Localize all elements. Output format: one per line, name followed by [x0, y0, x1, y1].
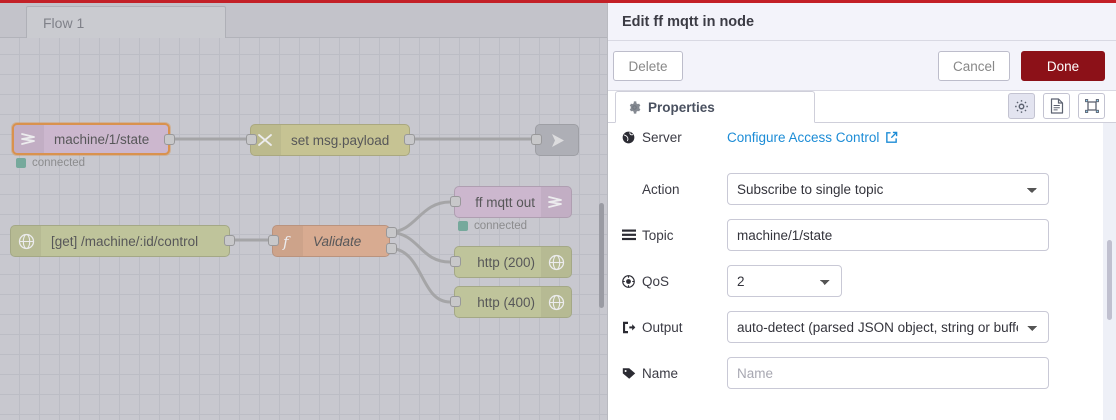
flow-editor-pane: Flow 1 [0, 3, 607, 420]
action-label-text: Action [642, 181, 680, 197]
server-label-text: Server [642, 130, 682, 145]
done-button[interactable]: Done [1021, 51, 1105, 81]
output-label-text: Output [642, 319, 683, 335]
globe-icon [541, 247, 571, 277]
panel-vertical-scrollbar[interactable] [1107, 240, 1112, 320]
flow-node-change[interactable]: set msg.payload [250, 124, 410, 156]
cancel-button-label: Cancel [952, 58, 996, 74]
flow-node-label: set msg.payload [291, 132, 390, 148]
external-link-icon [885, 131, 898, 144]
node-output-port-1[interactable] [386, 227, 397, 238]
form-row-qos: QoS 012 [622, 265, 1102, 297]
node-output-port[interactable] [224, 235, 235, 246]
done-button-label: Done [1046, 58, 1080, 74]
flow-node-label: http (200) [477, 254, 535, 270]
delete-button[interactable]: Delete [613, 51, 683, 81]
configure-access-control-link[interactable]: Configure Access Control [727, 130, 898, 145]
tab-properties-label: Properties [648, 99, 715, 115]
panel-toolbar: Delete Cancel Done [608, 41, 1116, 91]
delete-button-label: Delete [628, 58, 668, 74]
form-row-topic: Topic [622, 219, 1102, 251]
status-label: connected [32, 157, 86, 169]
edit-node-panel: Edit ff mqtt in node Delete Cancel Done [607, 3, 1116, 420]
node-input-port[interactable] [450, 196, 461, 207]
topic-label-text: Topic [642, 227, 674, 243]
svg-text:f: f [282, 233, 291, 250]
debug-icon [536, 125, 578, 155]
flow-tab-bar: Flow 1 [0, 3, 607, 38]
action-select[interactable]: Subscribe to single topicSubscribe to mu… [727, 173, 1049, 205]
globe-icon [622, 131, 639, 144]
flow-node-label: Validate [313, 233, 362, 249]
flow-node-label: ff mqtt out [475, 194, 535, 210]
status-dot [16, 158, 26, 168]
name-input[interactable] [727, 357, 1049, 389]
action-label: Action [622, 182, 727, 197]
server-label: Server [622, 130, 727, 145]
description-icon-button[interactable] [1043, 93, 1070, 119]
form-row-output: Output auto-detect (parsed JSON object, … [622, 311, 1102, 343]
form-row-server: Server Configure Access Control [622, 130, 1102, 145]
node-input-port[interactable] [450, 256, 461, 267]
cancel-button[interactable]: Cancel [938, 51, 1010, 81]
description-icon [1050, 98, 1063, 114]
flow-node-http-200[interactable]: http (200) [454, 246, 572, 278]
gear-icon-button[interactable] [1008, 93, 1035, 119]
name-label: Name [622, 366, 727, 381]
panel-tab-strip: Properties [608, 91, 1116, 123]
flow-tab-label: Flow 1 [43, 14, 85, 31]
configure-access-control-text: Configure Access Control [727, 130, 880, 145]
topic-input[interactable] [727, 219, 1049, 251]
form-row-name: Name [622, 357, 1102, 389]
list-icon [622, 229, 639, 241]
appearance-icon [1084, 99, 1099, 113]
flow-node-mqtt-out[interactable]: ff mqtt out [454, 186, 572, 218]
flow-node-mqtt-in[interactable]: machine/1/state [12, 123, 170, 155]
output-label: Output [622, 320, 727, 335]
qos-select[interactable]: 012 [727, 265, 842, 297]
node-input-port[interactable] [450, 296, 461, 307]
qos-label: QoS [622, 274, 727, 289]
node-output-port[interactable] [164, 134, 175, 145]
node-input-port[interactable] [268, 235, 279, 246]
form-row-action: Action Subscribe to single topicSubscrib… [622, 173, 1102, 205]
window-accent-bar [0, 0, 1116, 3]
node-input-port[interactable] [531, 134, 542, 145]
globe-icon [541, 287, 571, 317]
canvas-vertical-scrollbar[interactable] [599, 203, 604, 308]
output-select[interactable]: auto-detect (parsed JSON object, string … [727, 311, 1049, 343]
topic-label: Topic [622, 228, 727, 243]
name-label-text: Name [642, 365, 679, 381]
flow-tab-flow-1[interactable]: Flow 1 [26, 6, 226, 38]
appearance-icon-button[interactable] [1078, 93, 1105, 119]
panel-title: Edit ff mqtt in node [608, 3, 1116, 41]
node-input-port[interactable] [246, 134, 257, 145]
qos-label-text: QoS [642, 273, 670, 289]
flow-node-label: [get] /machine/:id/control [51, 233, 199, 249]
gear-icon [1015, 99, 1028, 113]
flow-node-label: http (400) [477, 294, 535, 310]
sign-out-icon [622, 321, 639, 334]
node-output-port[interactable] [404, 134, 415, 145]
node-status-mqtt-in: connected [16, 157, 85, 169]
flow-node-label: machine/1/state [54, 131, 150, 147]
globe-icon [11, 226, 41, 256]
mqtt-icon [541, 187, 571, 217]
panel-title-text: Edit ff mqtt in node [622, 13, 755, 30]
status-label: connected [474, 220, 528, 232]
node-status-mqtt-out: connected [458, 220, 527, 232]
target-icon [622, 274, 639, 288]
status-dot [458, 221, 468, 231]
gear-icon [628, 100, 641, 114]
node-output-port-2[interactable] [386, 243, 397, 254]
flow-canvas[interactable]: machine/1/state connected set msg.payloa… [0, 38, 607, 420]
tab-properties[interactable]: Properties [615, 91, 815, 123]
tag-icon [622, 367, 639, 380]
node-properties-form: Server Configure Access Control [608, 123, 1116, 420]
mqtt-icon [14, 125, 44, 153]
flow-node-debug[interactable] [535, 124, 579, 156]
flow-node-function[interactable]: f Validate [272, 225, 390, 257]
